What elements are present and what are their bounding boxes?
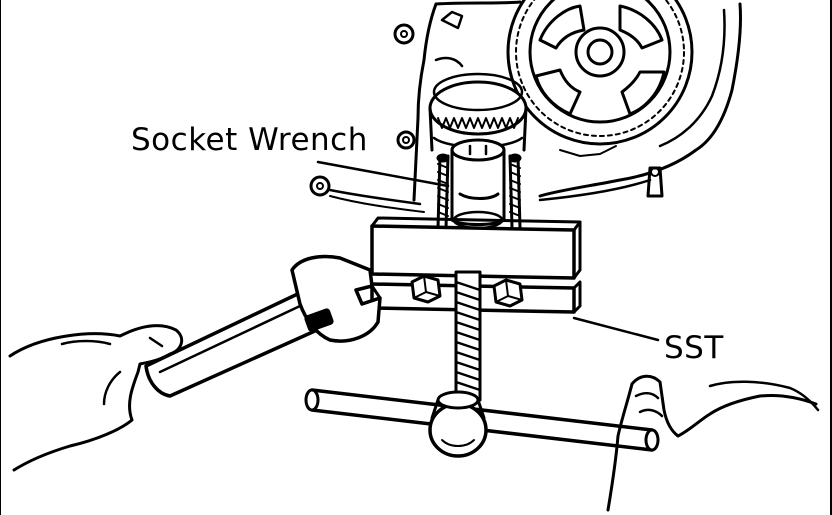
cover-bolt-top-left [393, 23, 415, 45]
engine-timing-cover [309, 0, 743, 213]
sst-callout: SST [572, 316, 724, 366]
cover-bolt-left [396, 130, 416, 150]
sst-handle-hub [428, 390, 488, 458]
camshaft-timing-pulley [506, 0, 694, 146]
left-hand [8, 324, 184, 472]
sst-bolt-left [410, 274, 442, 304]
socket-wrench-label: Socket Wrench [131, 122, 368, 158]
socket-wrench-leader-line [316, 160, 450, 188]
right-hand [606, 374, 820, 512]
adjustable-wrench [144, 254, 382, 398]
cover-bolt-right [646, 166, 664, 198]
socket-wrench-callout: Socket Wrench [131, 122, 450, 188]
crankshaft-pulley [428, 72, 528, 230]
sst-leader-line [572, 316, 660, 342]
cover-bolt-lower-left [309, 175, 331, 197]
sst-label: SST [664, 330, 724, 366]
sst-bolt-right [492, 278, 524, 308]
